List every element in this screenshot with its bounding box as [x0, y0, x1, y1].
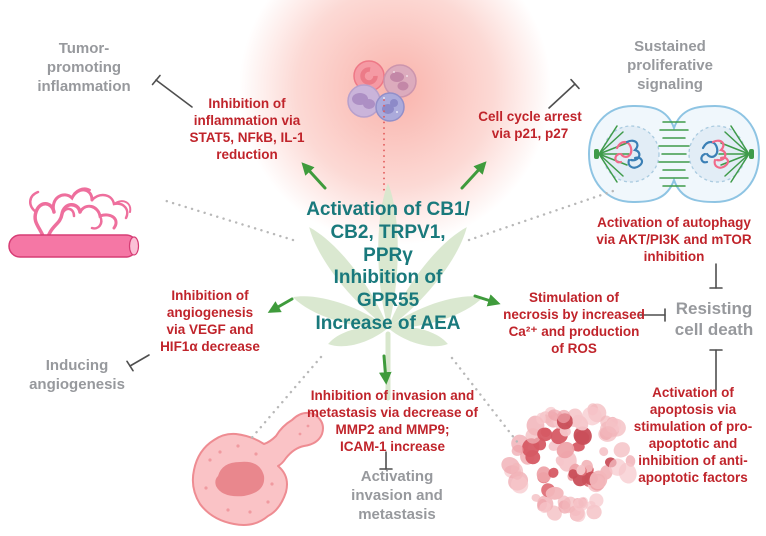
mitosis-illustration — [587, 104, 761, 204]
mechanism-autophagy-activation: Activation of autophagy via AKT/PI3K and… — [596, 215, 752, 264]
hallmark-activating-invasion-metastasis: Activating invasion and metastasis — [351, 468, 443, 523]
blood-vessel-illustration — [8, 187, 140, 258]
center-node-text: Activation of CB1/ CB2, TRPV1, PPRγ Inhi… — [306, 199, 470, 334]
hallmark-tumor-promoting-inflammation: Tumor- promoting inflammation — [37, 40, 131, 95]
hallmark-sustained-proliferative-signaling: Sustained proliferative signaling — [627, 38, 713, 93]
mechanism-necrosis-stimulation: Stimulation of necrosis by increased Ca²… — [503, 290, 645, 356]
mechanism-invasion-inhibition: Inhibition of invasion and metastasis vi… — [306, 388, 479, 454]
inhibit-resisting-cell-death-from-autophagy — [709, 263, 723, 289]
hallmark-resisting-cell-death: Resisting cell death — [674, 299, 754, 340]
mechanism-apoptosis-activation: Activation of apoptosis via stimulation … — [633, 385, 753, 485]
mechanism-inflammation-inhibition: Inhibition of inflammation via STAT5, NF… — [189, 96, 305, 162]
hallmark-inducing-angiogenesis: Inducing angiogenesis — [29, 357, 125, 393]
mechanism-angiogenesis-inhibition: Inhibition of angiogenesis via VEGF and … — [160, 288, 260, 354]
tumor-cluster-illustration — [501, 403, 637, 523]
cannabis-leaf-illustration — [292, 183, 484, 401]
mechanism-cell-cycle-arrest: Cell cycle arrest via p21, p27 — [478, 109, 582, 141]
inhibit-proliferative-signaling — [548, 78, 580, 109]
immune-cell-cluster-illustration — [347, 60, 417, 122]
